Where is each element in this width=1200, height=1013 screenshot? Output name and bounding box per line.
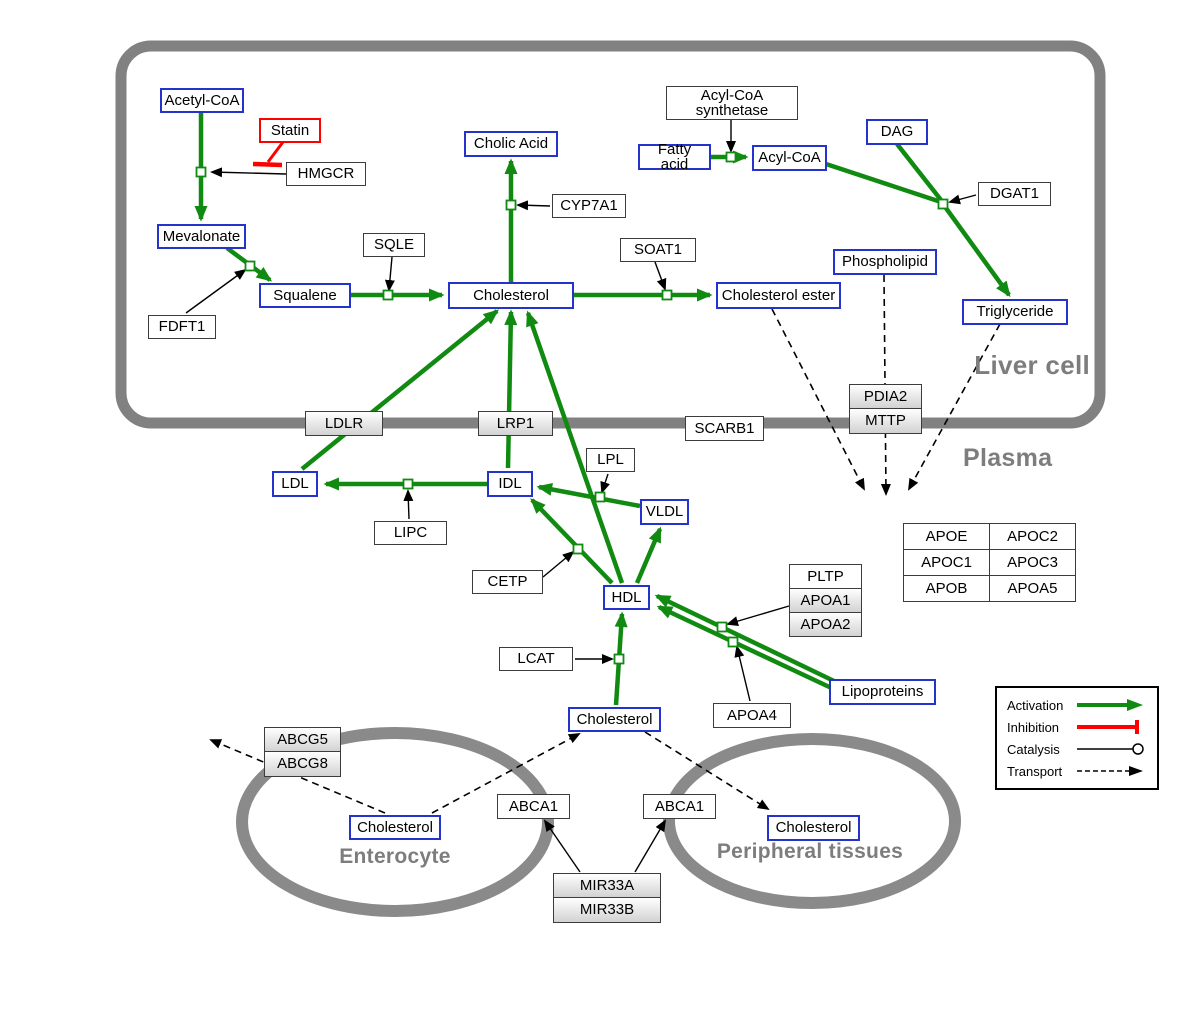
activation-arrow-icon — [1077, 699, 1143, 711]
node-lipc[interactable]: LIPC — [374, 521, 447, 545]
node-dgat1[interactable]: DGAT1 — [978, 182, 1051, 206]
node-vldl[interactable]: VLDL — [640, 499, 689, 525]
node-apoc3[interactable]: APOC3 — [989, 549, 1076, 576]
node-cholesterol-plasma[interactable]: Cholesterol — [568, 707, 661, 732]
legend-catalysis-label: Catalysis — [1007, 741, 1060, 757]
transport-dashed-arrow-icon — [1077, 766, 1143, 776]
node-statin[interactable]: Statin — [259, 118, 321, 143]
node-soat1[interactable]: SOAT1 — [620, 238, 696, 262]
node-pltp[interactable]: PLTP — [789, 564, 862, 589]
node-fatty-acid[interactable]: Fatty acid — [638, 142, 711, 172]
legend-row-inhibition: Inhibition — [1007, 719, 1147, 735]
node-cholic-acid[interactable]: Cholic Acid — [464, 131, 558, 157]
legend-activation-label: Activation — [1007, 697, 1064, 713]
node-abcg8[interactable]: ABCG8 — [264, 751, 341, 777]
peripheral-tissues-label: Peripheral tissues — [716, 840, 904, 863]
node-mir33a[interactable]: MIR33A — [553, 873, 661, 898]
node-lipoproteins[interactable]: Lipoproteins — [829, 679, 936, 705]
anchor-points — [195, 151, 949, 665]
node-lrp1[interactable]: LRP1 — [478, 411, 553, 436]
node-cyp7a1[interactable]: CYP7A1 — [552, 194, 626, 218]
node-dag[interactable]: DAG — [866, 119, 928, 145]
plasma-label: Plasma — [963, 444, 1053, 472]
node-apoe[interactable]: APOE — [903, 523, 990, 550]
legend-inhibition-label: Inhibition — [1007, 719, 1060, 735]
node-apoa4[interactable]: APOA4 — [713, 703, 791, 728]
node-lpl[interactable]: LPL — [586, 448, 635, 472]
inhibition-tee-icon — [1077, 720, 1139, 734]
node-pdia2[interactable]: PDIA2 — [849, 384, 922, 409]
node-cholesterol-ester[interactable]: Cholesterol ester — [716, 282, 841, 309]
liver-cell-label: Liver cell — [974, 350, 1090, 380]
apolipoprotein-table: APOE APOC2 APOC1 APOC3 APOB APOA5 — [903, 523, 1076, 602]
node-cholesterol-enterocyte[interactable]: Cholesterol — [349, 815, 441, 840]
activation-edges — [194, 112, 1011, 706]
node-apoc1[interactable]: APOC1 — [903, 549, 990, 576]
node-acyl-coa-synthetase[interactable]: Acyl-CoA synthetase — [666, 86, 798, 120]
legend-transport-label: Transport — [1007, 763, 1063, 779]
node-abca1-left[interactable]: ABCA1 — [497, 794, 570, 819]
node-ldl[interactable]: LDL — [272, 471, 318, 497]
node-mevalonate[interactable]: Mevalonate — [157, 224, 246, 249]
inhibition-edge — [252, 141, 285, 168]
node-acyl-coa[interactable]: Acyl-CoA — [752, 145, 827, 171]
membranes — [115, 40, 1106, 917]
node-hdl[interactable]: HDL — [603, 585, 650, 610]
enterocyte-label: Enterocyte — [339, 845, 451, 868]
node-mttp[interactable]: MTTP — [849, 408, 922, 434]
node-mir33b[interactable]: MIR33B — [553, 897, 661, 923]
peripheral-tissues-membrane — [663, 733, 961, 909]
node-sqle[interactable]: SQLE — [363, 233, 425, 257]
catalysis-circle-icon — [1077, 743, 1144, 755]
node-lcat[interactable]: LCAT — [499, 647, 573, 671]
node-apoa5[interactable]: APOA5 — [989, 575, 1076, 602]
node-apoc2[interactable]: APOC2 — [989, 523, 1076, 550]
node-hmgcr[interactable]: HMGCR — [286, 162, 366, 186]
node-ldlr[interactable]: LDLR — [305, 411, 383, 436]
node-apob[interactable]: APOB — [903, 575, 990, 602]
node-scarb1[interactable]: SCARB1 — [685, 416, 764, 441]
node-idl[interactable]: IDL — [487, 471, 533, 497]
node-cetp[interactable]: CETP — [472, 570, 543, 594]
node-abca1-right[interactable]: ABCA1 — [643, 794, 716, 819]
catalysis-edges — [185, 120, 977, 873]
node-cholesterol-liver[interactable]: Cholesterol — [448, 282, 574, 309]
node-abcg5[interactable]: ABCG5 — [264, 727, 341, 752]
node-triglyceride[interactable]: Triglyceride — [962, 299, 1068, 325]
node-apoa2[interactable]: APOA2 — [789, 612, 862, 637]
liver-cell-membrane — [115, 40, 1106, 429]
node-phospholipid[interactable]: Phospholipid — [833, 249, 937, 275]
node-fdft1[interactable]: FDFT1 — [148, 315, 216, 339]
node-squalene[interactable]: Squalene — [259, 283, 351, 308]
node-acetyl-coa[interactable]: Acetyl-CoA — [160, 88, 244, 113]
legend: Activation Inhibition Catalysis Transpor… — [995, 686, 1159, 790]
legend-row-activation: Activation — [1007, 697, 1147, 713]
node-apoa1[interactable]: APOA1 — [789, 588, 862, 613]
legend-row-catalysis: Catalysis — [1007, 741, 1147, 757]
legend-row-transport: Transport — [1007, 763, 1147, 779]
node-cholesterol-peripheral[interactable]: Cholesterol — [767, 815, 860, 841]
